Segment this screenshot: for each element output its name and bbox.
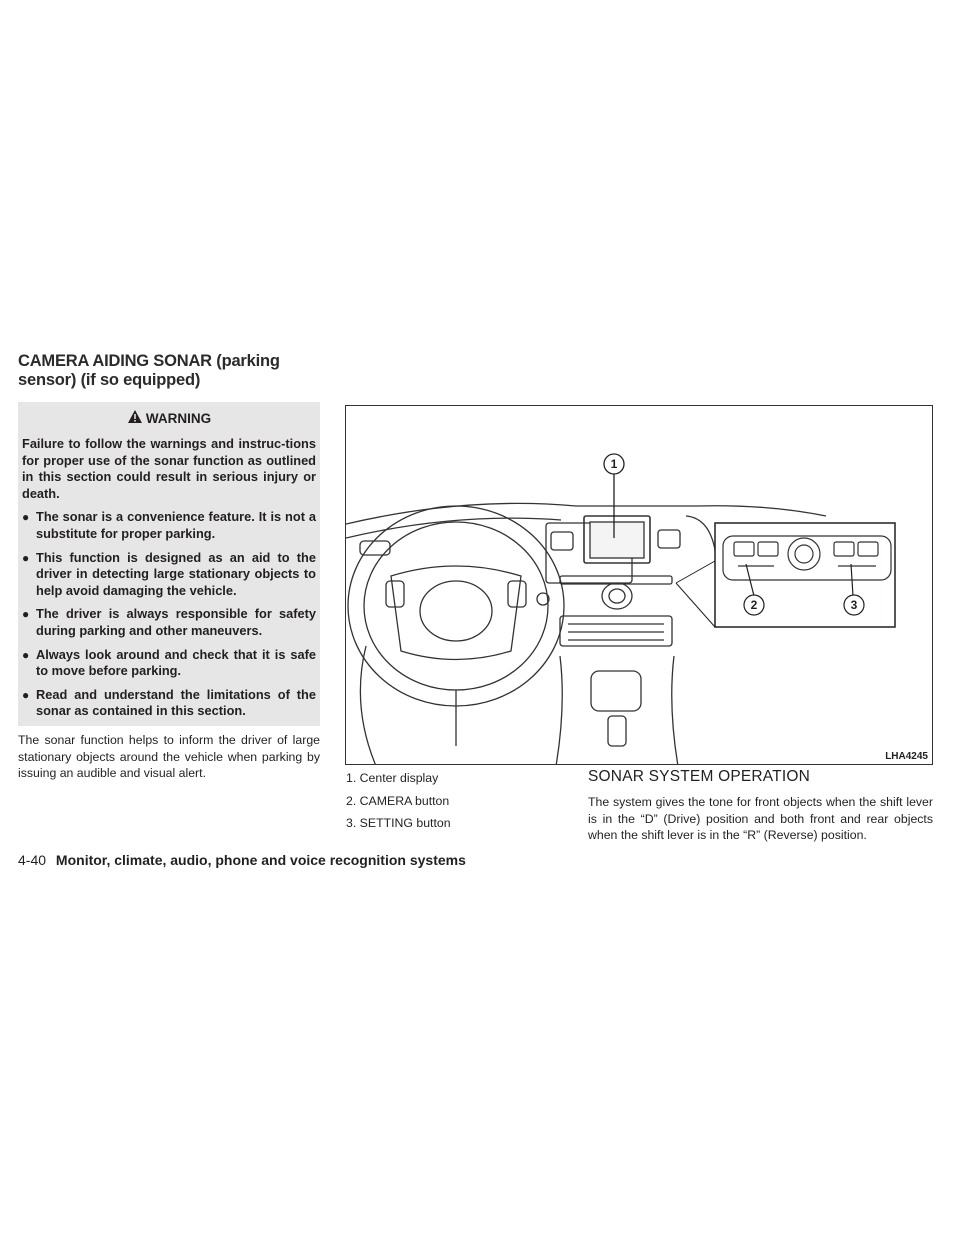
warning-bullet: ●The driver is always responsible for sa… xyxy=(22,606,316,638)
callout-3: 3 xyxy=(851,598,858,612)
legend-item: 2. CAMERA button xyxy=(346,793,450,808)
warning-bullet: ●Always look around and check that it is… xyxy=(22,646,316,679)
legend-item: 1. Center display xyxy=(346,771,439,785)
page-footer: 4-40 Monitor, climate, audio, phone and … xyxy=(18,852,918,868)
bullet-icon: ● xyxy=(22,647,30,662)
figure-legend: 1. Center display 2. CAMERA button 3. SE… xyxy=(346,770,526,838)
subsection-title: SONAR SYSTEM OPERATION xyxy=(588,768,811,785)
figure-code: LHA4245 xyxy=(884,751,929,762)
callout-2: 2 xyxy=(751,598,758,612)
bullet-icon: ● xyxy=(22,687,30,702)
warning-intro: Failure to follow the warnings and instr… xyxy=(22,436,316,501)
dashboard-illustration: 1 2 3 xyxy=(346,453,896,764)
warning-bullet: ●Read and understand the limitations of … xyxy=(22,686,316,719)
body-paragraph: The sonar function helps to inform the d… xyxy=(18,733,320,781)
warning-triangle-icon xyxy=(127,409,143,427)
page-number: 4-40 xyxy=(18,852,47,868)
warning-bullet: ●The sonar is a convenience feature. It … xyxy=(22,509,316,541)
subsection-paragraph: The system gives the tone for front obje… xyxy=(588,795,933,843)
warning-bullet: ●This function is designed as an aid to … xyxy=(22,549,316,598)
bullet-icon: ● xyxy=(22,510,30,525)
bullet-icon: ● xyxy=(22,607,30,622)
callout-1: 1 xyxy=(611,457,618,471)
bullet-icon: ● xyxy=(22,550,30,565)
section-title: CAMERA AIDING SONAR (parking sensor) (if… xyxy=(18,352,280,389)
warning-box: WARNING Failure to follow the warnings a… xyxy=(18,402,320,726)
warning-heading: WARNING xyxy=(22,409,316,427)
legend-item: 3. SETTING button xyxy=(346,816,451,831)
warning-label: WARNING xyxy=(145,410,212,426)
chapter-title: Monitor, climate, audio, phone and voice… xyxy=(55,852,466,868)
dashboard-figure: 1 2 3 LHA4245 xyxy=(345,405,933,765)
